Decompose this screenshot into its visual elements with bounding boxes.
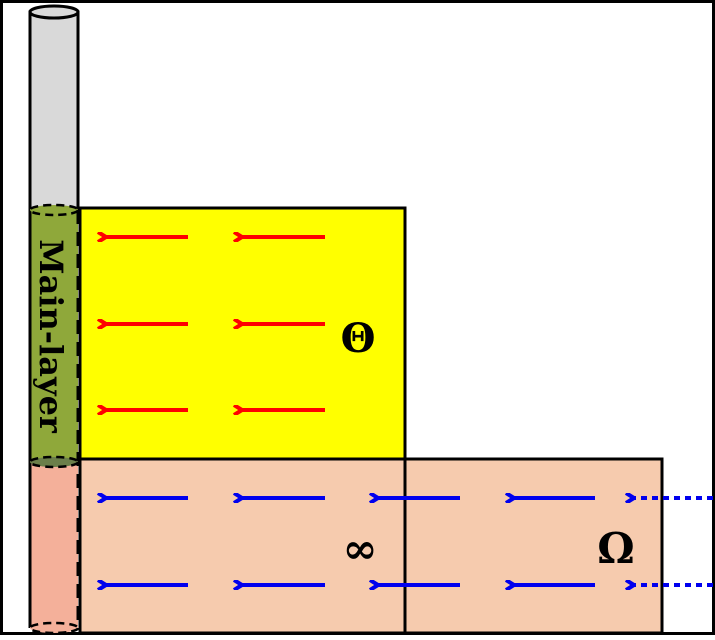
pipe-olive-section [30,210,78,462]
pipe-top-cap [28,4,80,20]
blue-arrows [106,498,595,585]
pipe-salmon-section [30,462,78,628]
pipe-joint-lower [28,455,80,469]
dotted-inflow-arrows [634,498,713,585]
yellow-region [78,206,407,461]
pipe-joint-upper [28,203,80,217]
red-arrows [106,237,325,410]
peach-region [78,457,664,635]
infinity-label: ∞ [343,524,378,573]
main-layer-pipe [28,4,80,635]
pipe-gray-section [28,10,80,212]
pipe-bottom-cap [28,621,80,635]
omega-label: Ω [597,524,634,573]
main-layer-label: Main-layer [32,239,70,434]
theta-label: Θ [341,315,376,362]
